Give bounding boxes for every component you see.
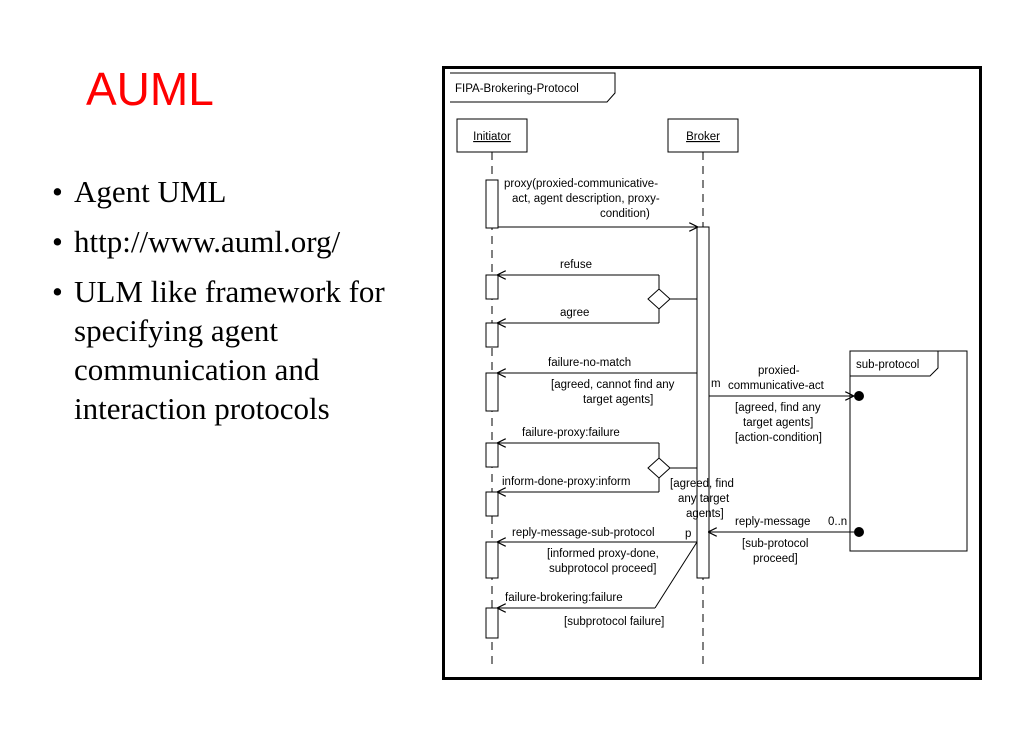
initiator-activation-bar — [485, 322, 499, 348]
frame-label-tab — [450, 72, 616, 103]
initiator-activation-bar — [485, 442, 499, 468]
failure-no-match-label: failure-no-match — [548, 357, 631, 369]
broker-activation-bar — [696, 226, 710, 579]
proxied-act-guard: target agents] — [743, 417, 813, 429]
bullet-dot-icon: • — [52, 274, 63, 309]
broker-lifeline-box — [667, 118, 739, 153]
proxied-act-multiplicity: m — [711, 378, 721, 390]
sequence-diagram: FIPA-Brokering-Protocol Initiator Broker… — [442, 66, 982, 680]
bullet-text: Agent UML — [74, 174, 227, 209]
proxied-act-label: proxied- — [758, 365, 800, 377]
reply-sub-protocol-label: reply-message-sub-protocol — [512, 527, 655, 539]
initiator-lifeline-label: Initiator — [473, 131, 511, 143]
bullet-dot-icon: • — [52, 174, 63, 209]
initiator-activation-bar — [485, 179, 499, 229]
proxy-message-label: condition) — [600, 208, 650, 220]
inform-done-label: inform-done-proxy:inform — [502, 476, 630, 488]
sequence-diagram-canvas: FIPA-Brokering-Protocol Initiator Broker… — [450, 72, 968, 669]
bullet-item: • http://www.auml.org/ — [52, 222, 422, 261]
initiator-activation-bar — [485, 541, 499, 579]
inform-done-guard: any target — [678, 493, 730, 505]
reply-message-label: reply-message — [735, 516, 810, 528]
failure-brokering-label: failure-brokering:failure — [505, 592, 623, 604]
reply-message-guard: proceed] — [753, 553, 798, 565]
decision-diamond — [647, 288, 671, 310]
subprotocol-label-tab — [850, 351, 939, 377]
broker-lifeline-label: Broker — [686, 131, 720, 143]
subprotocol-entry-point — [854, 391, 864, 401]
reply-sub-protocol-guard: [informed proxy-done, — [547, 548, 659, 560]
subprotocol-exit-point — [854, 527, 864, 537]
proxied-act-guard: [action-condition] — [735, 432, 822, 444]
reply-message-multiplicity: 0..n — [828, 516, 847, 528]
subprotocol-label: sub-protocol — [856, 359, 919, 371]
bullet-item: • Agent UML — [52, 172, 422, 211]
failure-brokering-branch — [654, 541, 698, 609]
proxy-message-label: proxy(proxied-communicative- — [504, 178, 658, 190]
initiator-activation-bar — [485, 274, 499, 300]
failure-brokering-guard: [subprotocol failure] — [564, 616, 664, 628]
initiator-activation-bar — [485, 607, 499, 639]
inform-done-guard: agents] — [686, 508, 724, 520]
bullet-dot-icon: • — [52, 224, 63, 259]
refuse-message-label: refuse — [560, 259, 592, 271]
proxied-act-guard: [agreed, find any — [735, 402, 821, 414]
agree-message-label: agree — [560, 307, 589, 319]
initiator-activation-bar — [485, 491, 499, 517]
bullet-list: • Agent UML • http://www.auml.org/ • ULM li… — [52, 172, 422, 439]
initiator-activation-bar — [485, 372, 499, 412]
failure-no-match-guard: target agents] — [583, 394, 653, 406]
frame-label: FIPA-Brokering-Protocol — [455, 83, 579, 95]
subprotocol-frame — [849, 350, 968, 552]
decision-diamond — [647, 457, 671, 479]
reply-message-guard: [sub-protocol — [742, 538, 808, 550]
proxied-act-label: communicative-act — [728, 380, 825, 392]
slide-title: AUML — [86, 63, 214, 115]
inform-done-guard: [agreed, find — [670, 478, 734, 490]
reply-sub-protocol-multiplicity: p — [685, 528, 691, 540]
bullet-text: http://www.auml.org/ — [74, 224, 341, 259]
reply-sub-protocol-guard: subprotocol proceed] — [549, 563, 656, 575]
failure-proxy-label: failure-proxy:failure — [522, 427, 620, 439]
failure-no-match-guard: [agreed, cannot find any — [551, 379, 675, 391]
bullet-item: • ULM like framework for specifying agent… — [52, 272, 422, 428]
proxy-message-label: act, agent description, proxy- — [512, 193, 660, 205]
bullet-text: ULM like framework for specifying agent … — [74, 274, 385, 426]
